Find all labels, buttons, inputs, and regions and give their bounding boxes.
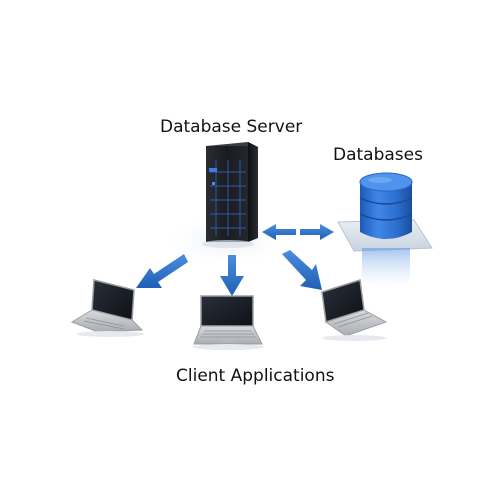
database-reflection <box>362 248 410 287</box>
arrow-to-center-laptop <box>220 255 244 296</box>
arrow-down-icon <box>220 255 244 296</box>
laptop-icon <box>321 279 388 341</box>
arrow-to-left-laptop <box>136 254 188 288</box>
arrow-server-databases <box>262 224 334 240</box>
laptop-icon <box>192 295 264 350</box>
label-client-applications: Client Applications <box>176 366 335 386</box>
arrow-to-right-laptop <box>282 250 322 290</box>
arrow-down-right-icon <box>282 250 322 290</box>
arrow-right-icon <box>300 224 334 240</box>
database-cylinder-stack-icon <box>359 172 413 239</box>
server-tower-icon <box>202 142 258 248</box>
label-databases: Databases <box>333 145 423 165</box>
arrow-down-left-icon <box>136 254 188 288</box>
laptop-icon <box>70 279 144 337</box>
arrow-left-icon <box>262 224 296 240</box>
label-database-server: Database Server <box>160 117 303 137</box>
